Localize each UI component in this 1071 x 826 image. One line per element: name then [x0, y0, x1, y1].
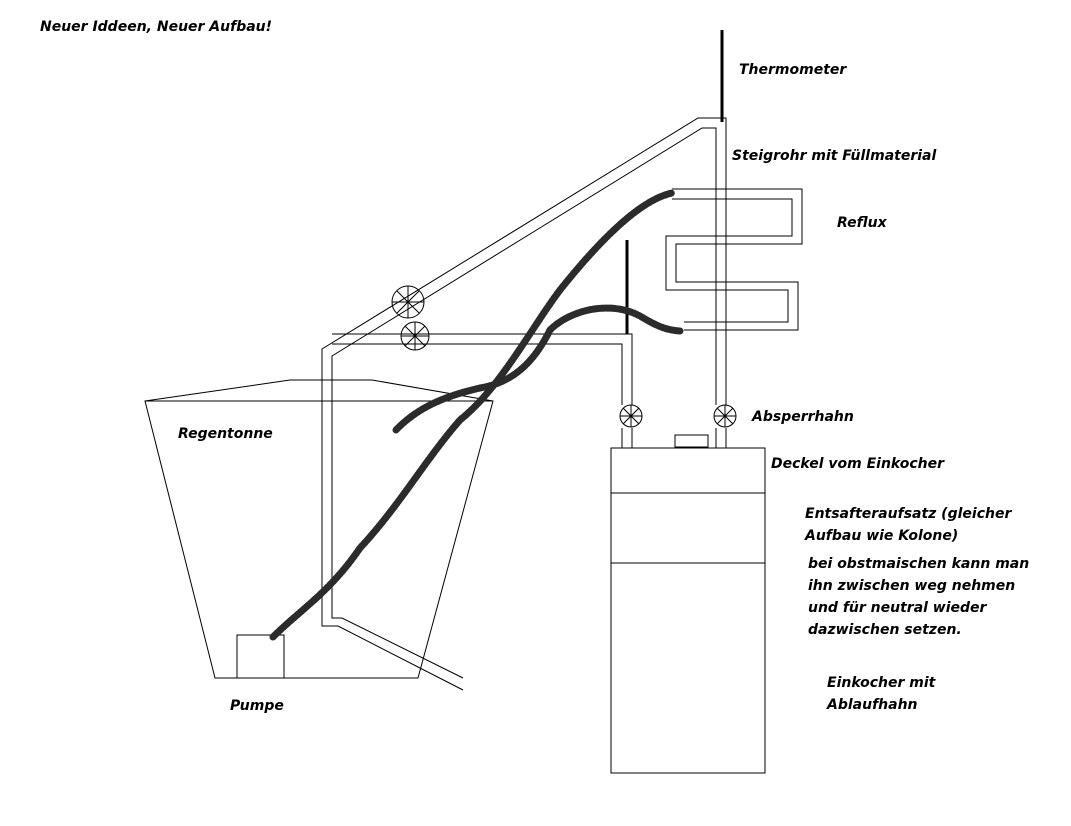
boiler-stack [610, 434, 766, 774]
boiler-lid [610, 447, 766, 494]
label-entsafter: Entsafteraufsatz (gleicher Aufbau wie Ko… [805, 506, 1012, 544]
label-einkocher: Einkocher mit Ablaufhahn [827, 675, 936, 713]
valve-left-boiler [619, 404, 643, 428]
boiler-body [610, 562, 766, 774]
pump-box [236, 634, 285, 679]
valve-branch [400, 321, 430, 351]
label-deckel: Deckel vom Einkocher [771, 456, 945, 472]
reflux-coil [665, 188, 803, 331]
label-steigrohr: Steigrohr mit Füllmaterial [732, 148, 937, 164]
valve-upper [391, 285, 425, 319]
label-obstmaischen: bei obstmaischen kann man ihn zwischen w… [808, 556, 1030, 638]
hose-pump-to-coil [269, 189, 676, 641]
boiler-lid-knob [674, 434, 709, 448]
rain-barrel [144, 379, 494, 679]
label-pumpe: Pumpe [230, 698, 284, 714]
pipe-branch [332, 333, 633, 405]
pipe-stubs [621, 428, 727, 448]
label-reflux: Reflux [837, 215, 887, 231]
hose-return [392, 304, 684, 434]
pipe-coolant-main [321, 117, 727, 691]
juicer-insert [610, 492, 766, 564]
diagram-title: Neuer Iddeen, Neuer Aufbau! [40, 19, 273, 35]
label-thermometer: Thermometer [739, 62, 847, 78]
hoses [269, 189, 684, 641]
label-absperrhahn: Absperrhahn [752, 409, 854, 425]
label-regentonne: Regentonne [178, 426, 273, 442]
valve-right-boiler [713, 404, 737, 428]
